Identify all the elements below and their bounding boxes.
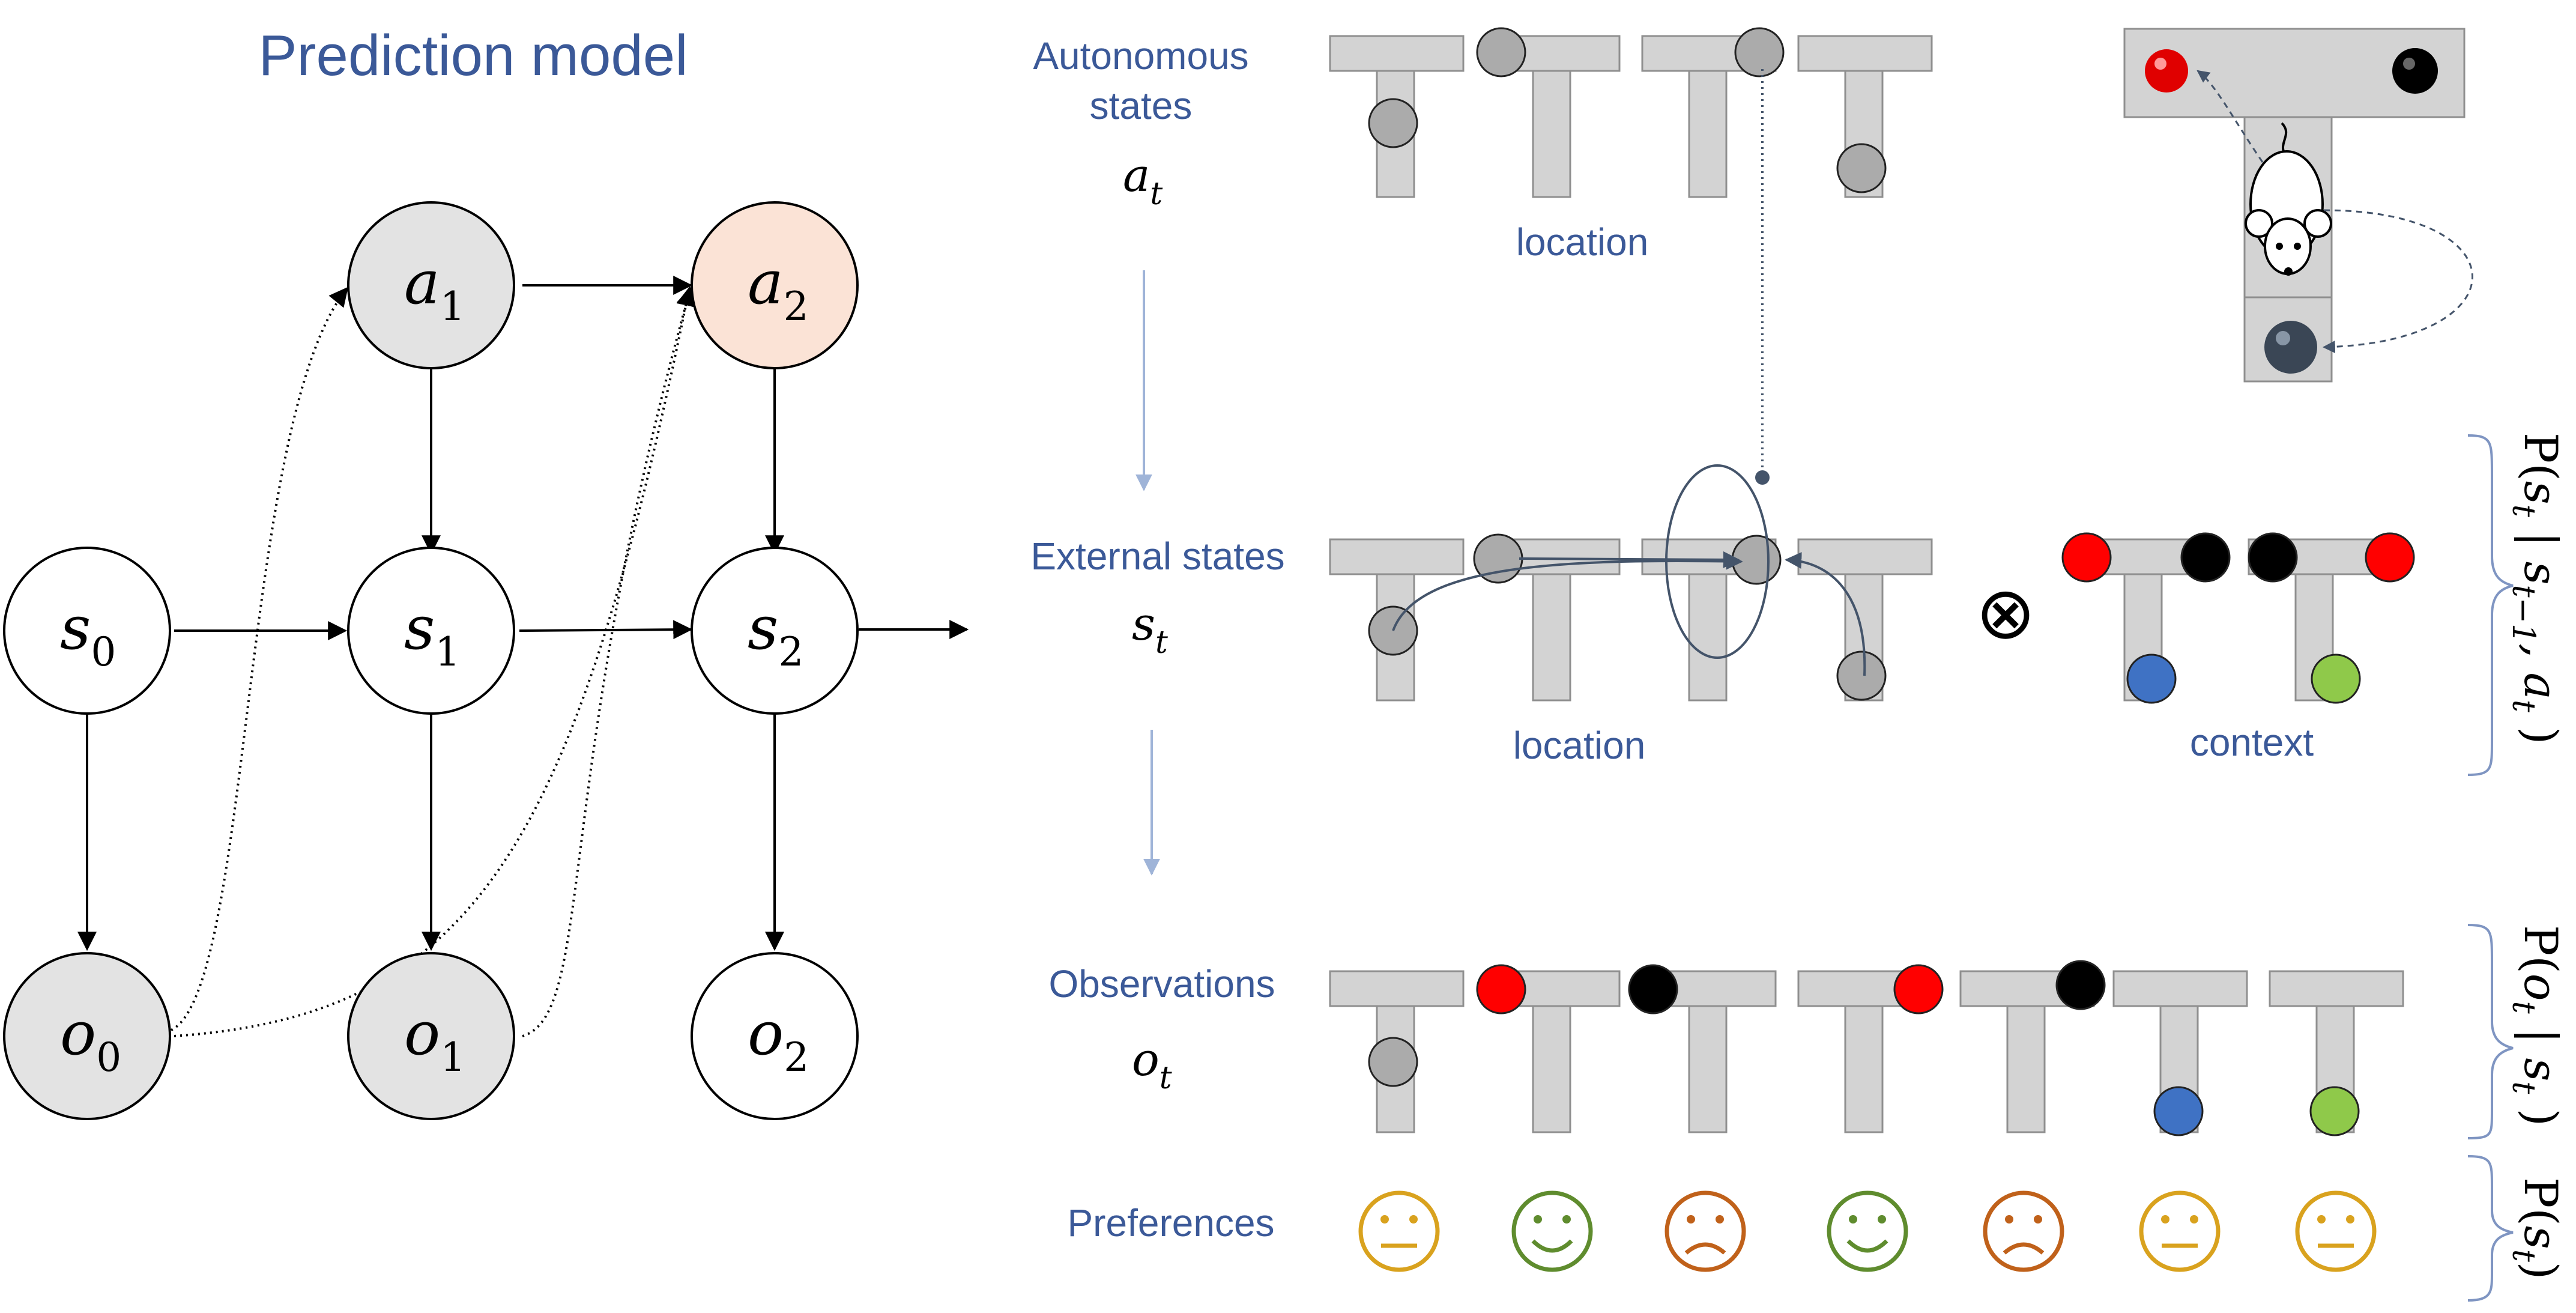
autonomous-caption: location — [1516, 220, 1649, 264]
action-drop-dot — [1755, 470, 1770, 485]
agent-ball — [1368, 98, 1418, 148]
external-caption-location: location — [1513, 724, 1646, 767]
node-label: s0 — [60, 593, 116, 675]
agent-ball — [1734, 27, 1785, 77]
node-a2: a2 — [691, 201, 859, 369]
right-braces — [2467, 434, 2514, 1302]
node-label: a1 — [404, 247, 465, 330]
autonomous-label-line1: Autonomous — [1033, 34, 1248, 77]
node-label: a2 — [748, 247, 809, 330]
node-s0: s0 — [3, 547, 171, 715]
node-s2: s2 — [691, 547, 859, 715]
observations-symbol: ot — [1132, 1033, 1172, 1096]
context-black-ball — [2248, 532, 2298, 583]
context-blue-ball — [2126, 653, 2177, 704]
maze-red-ball — [2145, 49, 2188, 92]
node-label: s2 — [748, 593, 803, 675]
observation-maze-3 — [1641, 970, 1777, 1133]
preference-faces — [1358, 1190, 2377, 1272]
obs-black-ball — [1628, 964, 1678, 1014]
context-green-ball — [2311, 653, 2361, 704]
context-black-ball — [2180, 532, 2231, 583]
agent-ball — [1731, 535, 1782, 585]
obs-red-ball — [1476, 964, 1526, 1014]
node-o2: o2 — [691, 952, 859, 1120]
graph-nodes: a1 a2 s0 s1 s2 o0 o1 o2 — [3, 201, 859, 1120]
dotted-edges — [171, 286, 695, 1037]
transition-arrows — [1392, 464, 1866, 676]
graph-edges — [77, 276, 969, 951]
external-caption-context: context — [2190, 721, 2314, 764]
node-o1: o1 — [347, 952, 515, 1120]
autonomous-symbol: at — [1123, 148, 1163, 212]
external-label: External states — [1030, 535, 1284, 578]
obs-red-ball — [1893, 964, 1944, 1014]
sad-face-icon — [1983, 1190, 2064, 1272]
obs-agent-ball — [1368, 1037, 1418, 1087]
obs-blue-ball — [2153, 1086, 2204, 1136]
obs-black-ball — [2055, 960, 2106, 1010]
neutral-face-icon — [2139, 1190, 2221, 1272]
observation-maze-6 — [2112, 970, 2248, 1133]
node-label: o1 — [404, 998, 465, 1081]
autonomous-label-line2: states — [1090, 84, 1193, 127]
maze-illustration — [2123, 28, 2473, 383]
agent-ball — [1836, 650, 1887, 701]
node-a1: a1 — [347, 201, 515, 369]
happy-face-icon — [1511, 1190, 1593, 1272]
node-label: o0 — [60, 998, 121, 1081]
maze-black-ball — [2392, 48, 2438, 94]
happy-face-icon — [1827, 1190, 1908, 1272]
node-o0: o0 — [3, 952, 171, 1120]
sad-face-icon — [1664, 1190, 1746, 1272]
neutral-face-icon — [2295, 1190, 2377, 1272]
preferences-label: Preferences — [1067, 1201, 1274, 1245]
obs-green-ball — [2309, 1086, 2360, 1136]
otimes-symbol: ⊗ — [1976, 573, 2036, 653]
context-red-ball — [2061, 532, 2112, 583]
mouse-icon — [2245, 122, 2332, 276]
likelihood-probability-label: P(ot | st ) — [2505, 925, 2568, 1126]
t-maze-group — [1329, 27, 2415, 1136]
observations-label: Observations — [1048, 962, 1275, 1005]
transition-probability-label: P(st | st−1, at ) — [2505, 432, 2568, 745]
context-red-ball — [2365, 532, 2415, 583]
node-label: s1 — [404, 593, 460, 675]
preference-probability-label: P(st) — [2505, 1177, 2568, 1279]
agent-ball — [1836, 143, 1887, 193]
agent-ball — [1476, 27, 1526, 77]
node-label: o2 — [748, 998, 809, 1081]
autonomous-maze-4 — [1797, 35, 1933, 198]
external-symbol: st — [1132, 597, 1168, 661]
page-title: Prediction model — [258, 23, 688, 88]
neutral-face-icon — [1358, 1190, 1440, 1272]
maze-start-ball — [2264, 321, 2317, 374]
node-s1: s1 — [347, 547, 515, 715]
